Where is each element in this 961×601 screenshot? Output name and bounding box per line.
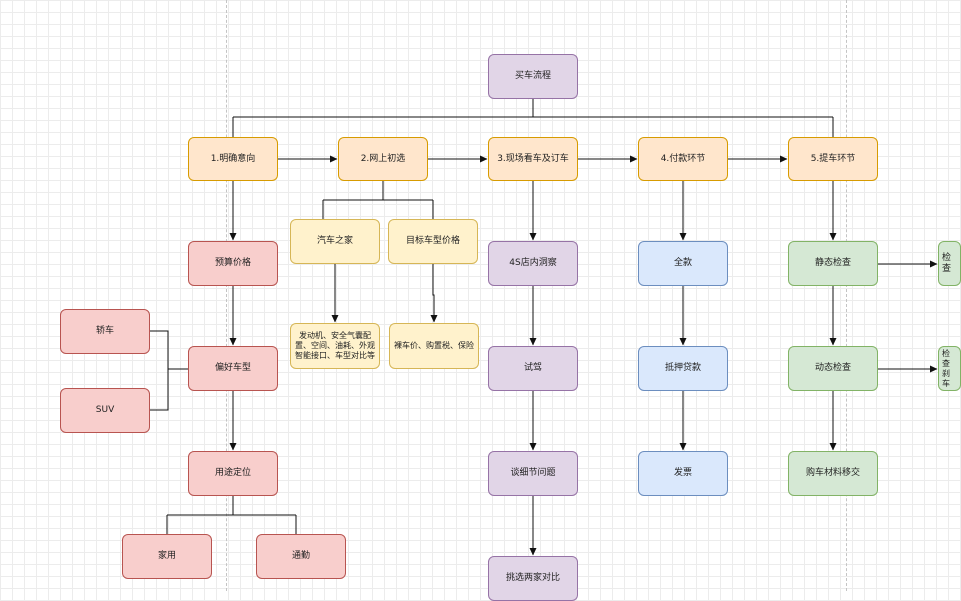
step-4-node[interactable]: 4.付款环节 (638, 137, 728, 181)
test-drive-node[interactable]: 试驾 (488, 346, 578, 391)
invoice-node[interactable]: 发票 (638, 451, 728, 496)
family-node[interactable]: 家用 (122, 534, 212, 579)
step-3-node[interactable]: 3.现场看车及订车 (488, 137, 578, 181)
step-1-node[interactable]: 1.明确意向 (188, 137, 278, 181)
root-node[interactable]: 买车流程 (488, 54, 578, 99)
edge-usage-tree (166, 496, 297, 534)
edge-step2-tree (322, 181, 434, 219)
check-node-dynamic[interactable]: 检查刹车 (938, 346, 961, 391)
compare-config-node[interactable]: 发动机、安全气囊配置、空间、油耗、外观智能接口、车型对比等 (290, 323, 380, 369)
step-2-node[interactable]: 2.网上初选 (338, 137, 428, 181)
full-payment-node[interactable]: 全款 (638, 241, 728, 286)
edge-target-detail (430, 264, 438, 323)
handover-node[interactable]: 购车材料移交 (788, 451, 878, 496)
commute-node[interactable]: 通勤 (256, 534, 346, 579)
sedan-node[interactable]: 轿车 (60, 309, 150, 354)
explore-node[interactable]: 4S店内洞察 (488, 241, 578, 286)
compare-two-node[interactable]: 挑选两家对比 (488, 556, 578, 601)
step-5-node[interactable]: 5.提车环节 (788, 137, 878, 181)
loan-node[interactable]: 抵押贷款 (638, 346, 728, 391)
preference-node[interactable]: 偏好车型 (188, 346, 278, 391)
autohome-node[interactable]: 汽车之家 (290, 219, 380, 264)
edge-types-preference (150, 330, 188, 411)
static-check-node[interactable]: 静态检查 (788, 241, 878, 286)
details-node[interactable]: 谈细节问题 (488, 451, 578, 496)
budget-node[interactable]: 预算价格 (188, 241, 278, 286)
usage-node[interactable]: 用途定位 (188, 451, 278, 496)
page-guide-left (226, 0, 227, 591)
suv-node[interactable]: SUV (60, 388, 150, 433)
price-detail-node[interactable]: 裸车价、购置税、保险 (389, 323, 479, 369)
check-node-static[interactable]: 检查 (938, 241, 961, 286)
edge-root-bus (232, 99, 834, 137)
page-guide-right (846, 0, 847, 591)
dynamic-check-node[interactable]: 动态检查 (788, 346, 878, 391)
target-price-node[interactable]: 目标车型价格 (388, 219, 478, 264)
